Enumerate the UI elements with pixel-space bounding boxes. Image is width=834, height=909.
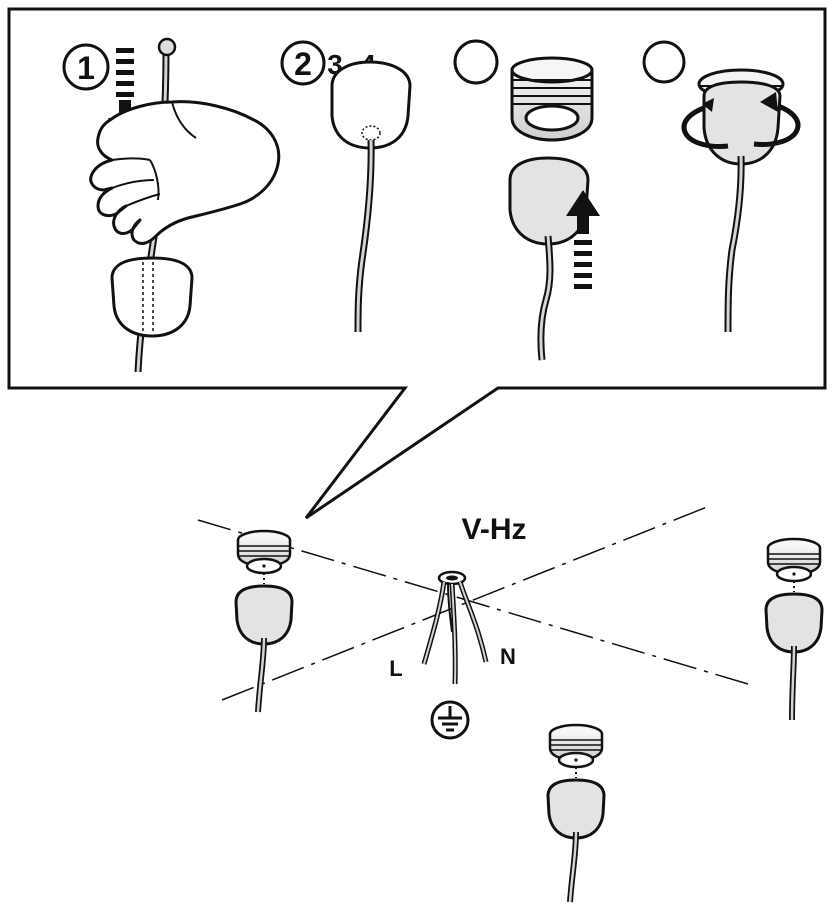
arrow-up-icon	[566, 190, 600, 289]
pendant-bottom	[546, 723, 606, 903]
step-number-badge: 1	[62, 43, 110, 91]
live-wire-label: L	[389, 656, 402, 681]
rotate-arrows-icon	[681, 92, 801, 149]
threaded-ring-icon	[510, 56, 594, 142]
pendant-left	[234, 529, 294, 713]
step-4-panel	[642, 40, 801, 333]
neutral-wire-label: N	[500, 644, 516, 669]
supply-voltage-label: V-Hz	[461, 513, 526, 546]
step-number-2: 2	[294, 46, 312, 82]
pendant-right	[764, 537, 824, 721]
step-badge-empty	[642, 40, 686, 84]
hand-icon	[89, 100, 281, 245]
ceiling-layout: V-Hz L N	[197, 504, 824, 903]
step-number-badge: 2	[280, 40, 326, 86]
step-1-panel: 1	[62, 37, 281, 373]
ground-symbol-icon	[430, 700, 470, 740]
supply-junction	[421, 570, 489, 685]
step-2-panel: 2 3 4	[280, 40, 412, 333]
step-number-1: 1	[77, 50, 95, 86]
step-3-panel	[453, 39, 600, 361]
step-badge-empty	[453, 39, 499, 85]
